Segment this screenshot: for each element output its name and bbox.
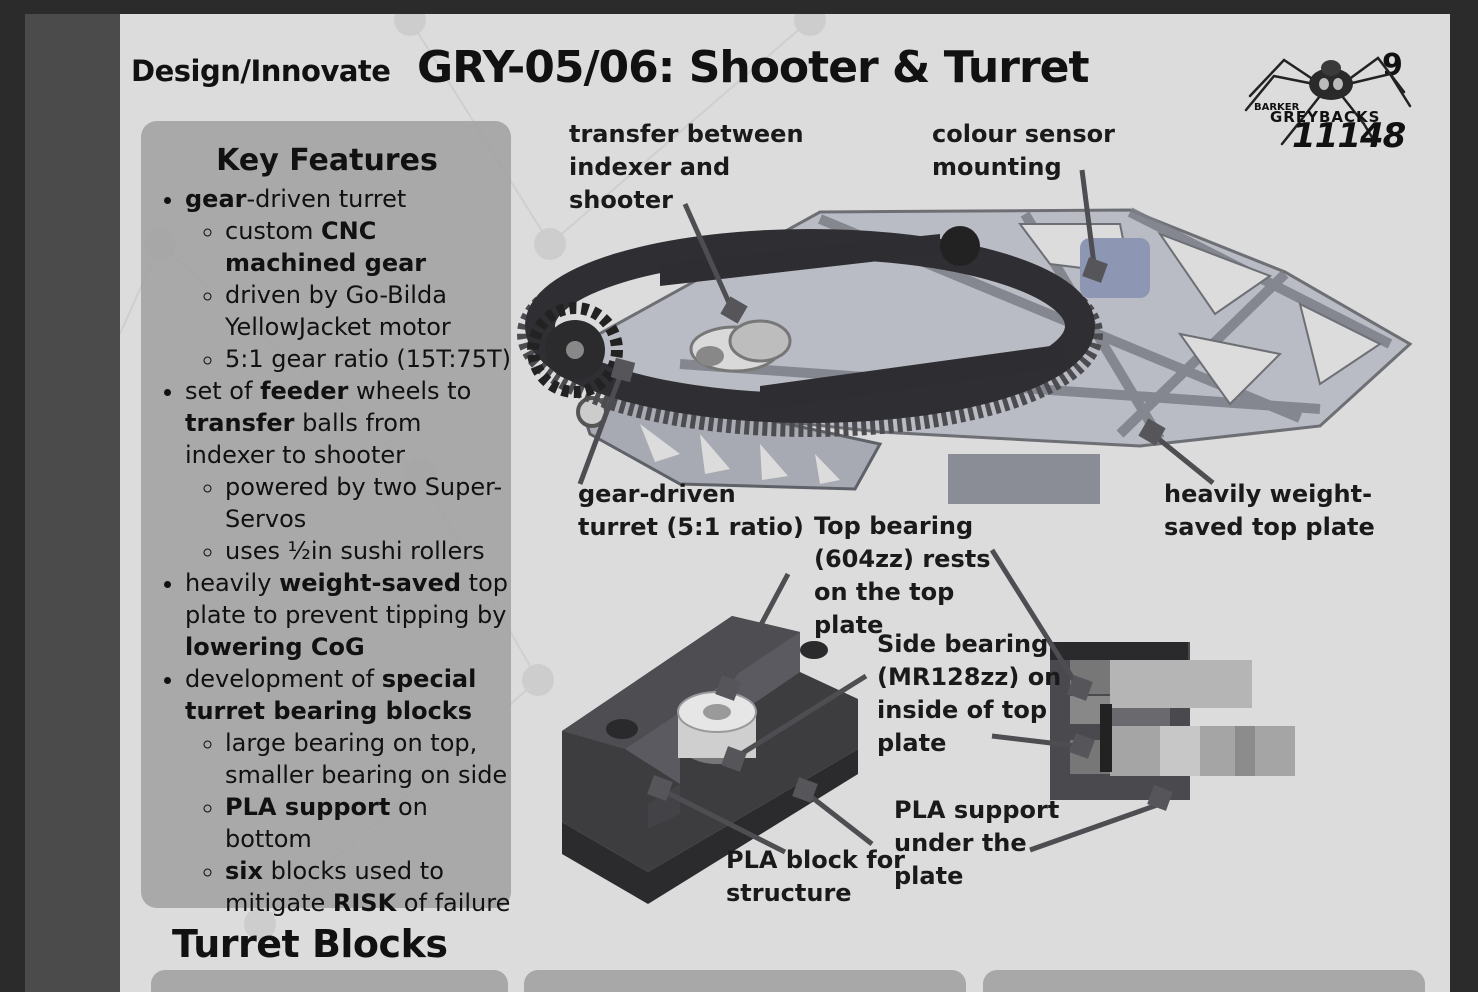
emphasis: PLA support [225,793,391,821]
callout-line: shooter [569,186,673,214]
text: of failure [396,889,511,917]
callout-line: plate [894,862,964,890]
list-item: powered by two Super-Servos [225,471,513,535]
logo-team-number: 11148 [1292,116,1406,156]
emphasis: gear [185,185,247,213]
text: blocks used to mitigate [225,857,444,917]
text: balls from indexer to shooter [185,409,422,469]
list-item: heavily weight-saved top plate to preven… [185,567,513,663]
turret-blocks-heading: Turret Blocks [172,922,448,966]
panel-stub [151,970,508,992]
text: set of [185,377,261,405]
text: -driven turret [246,185,407,213]
list-item: large bearing on top, smaller bearing on… [225,727,513,791]
callout-line: (604zz) rests [814,545,991,573]
callout-transfer: transfer between indexer and shooter [569,118,804,217]
left-gutter [25,14,120,992]
callout-line: plate [877,729,947,757]
text: wheels to [348,377,472,405]
callout-gear-driven: gear-driven turret (5:1 ratio) [578,478,804,544]
emphasis: six [225,857,263,885]
logo-line-greybacks: GREYBACKS [1270,108,1381,126]
list-item: custom CNC machined gear [225,215,513,279]
list-item: six blocks used to mitigate RISK of fail… [225,855,513,919]
callout-line: indexer and [569,153,731,181]
callout-side-bearing: Side bearing (MR128zz) on inside of top … [877,628,1061,760]
list-item: development of special turret bearing bl… [185,663,513,919]
callout-pla-support: PLA support under the plate [894,794,1059,893]
team-logo: BARKER GREYBACKS 11148 [1244,40,1414,156]
callout-line: colour sensor [932,120,1115,148]
callout-line: gear-driven [578,480,736,508]
sub-list: powered by two Super-Servos uses ½in sus… [185,471,513,567]
panel-stub [983,970,1425,992]
list-item: driven by Go-Bilda YellowJacket motor [225,279,513,343]
text: custom [225,217,322,245]
key-features-heading: Key Features [216,143,438,178]
emphasis: feeder [260,377,349,405]
callout-line: plate [814,611,884,639]
emphasis: lowering CoG [185,633,365,661]
feature-list: gear-driven turret custom CNC machined g… [141,183,513,919]
panel-stub [524,970,966,992]
callout-line: turret (5:1 ratio) [578,513,804,541]
text: top plate to prevent tipping by [185,569,508,629]
callout-line: saved top plate [1164,513,1375,541]
callout-colour-sensor: colour sensor mounting [932,118,1115,184]
callout-line: (MR128zz) on [877,663,1062,691]
key-features-panel: Key Features gear-driven turret custom C… [141,121,511,917]
emphasis: RISK [332,889,397,917]
callout-line: heavily weight- [1164,480,1373,508]
notebook-page: Design/Innovate GRY-05/06: Shooter & Tur… [120,14,1450,992]
callout-line: Top bearing [814,512,974,540]
list-item: 5:1 gear ratio (15T:75T) [225,343,513,375]
callout-line: inside of top [877,696,1048,724]
emphasis: weight-saved [279,569,462,597]
page-title: GRY-05/06: Shooter & Turret [417,42,1090,93]
callout-pla-block: PLA block for structure [726,844,905,910]
emphasis: special turret bearing blocks [185,665,477,725]
callout-top-plate: heavily weight- saved top plate [1164,478,1375,544]
sub-list: large bearing on top, smaller bearing on… [185,727,513,919]
list-item: PLA support on bottom [225,791,513,855]
list-item: uses ½in sushi rollers [225,535,513,567]
logo-line-barker: BARKER [1254,102,1300,113]
callout-top-bearing: Top bearing (604zz) rests on the top pla… [814,510,990,642]
text: on bottom [225,793,428,853]
list-item: gear-driven turret custom CNC machined g… [185,183,513,375]
callout-line: mounting [932,153,1062,181]
text: development of [185,665,382,693]
callout-line: Side bearing [877,630,1049,658]
callout-line: PLA support [894,796,1060,824]
callout-line: transfer between [569,120,804,148]
turret-cad-render [517,169,1413,904]
text: heavily [185,569,280,597]
callout-line: under the [894,829,1027,857]
callout-line: on the top [814,578,955,606]
callout-line: PLA block for [726,846,906,874]
spider-icon [1244,56,1412,146]
emphasis: CNC machined gear [225,217,427,277]
sub-list: custom CNC machined gear driven by Go-Bi… [185,215,513,375]
emphasis: transfer [185,409,295,437]
list-item: set of feeder wheels to transfer balls f… [185,375,513,567]
callout-line: structure [726,879,852,907]
section-label: Design/Innovate [131,54,391,88]
